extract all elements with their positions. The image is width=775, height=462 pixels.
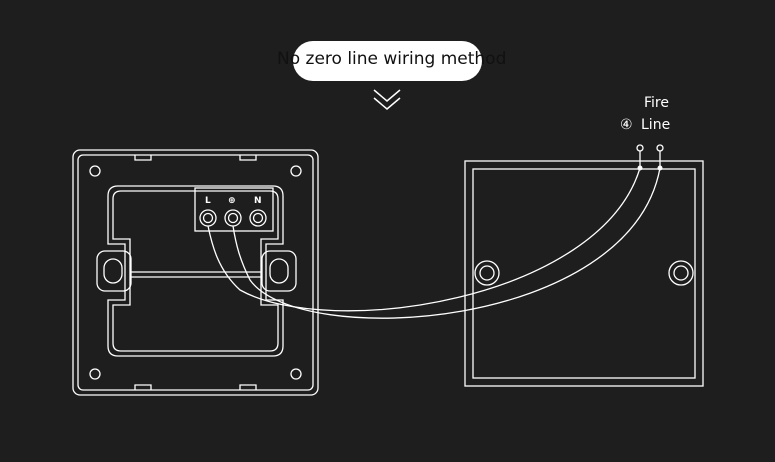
chevron-down-icon bbox=[373, 89, 401, 110]
title-pill bbox=[293, 41, 482, 81]
switch-back-plate bbox=[72, 149, 319, 396]
terminal-block bbox=[194, 187, 274, 232]
fire-label: Fire bbox=[644, 95, 669, 111]
wire-number-label: ④ bbox=[620, 117, 633, 133]
terminal-label-ground: ⊕ bbox=[228, 196, 236, 206]
terminal-label-n: N bbox=[254, 196, 262, 206]
junction-box bbox=[464, 160, 704, 387]
line-label: Line bbox=[641, 117, 671, 133]
page-title: No zero line wiring method bbox=[277, 49, 507, 69]
terminal-label-l: L bbox=[205, 196, 211, 206]
wires bbox=[207, 144, 664, 319]
